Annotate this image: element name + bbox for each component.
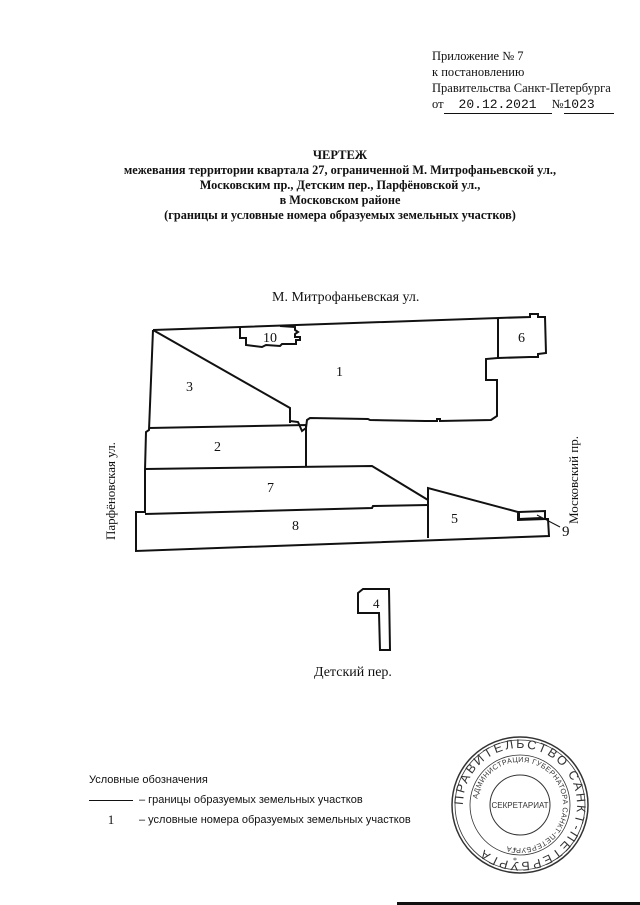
street-label-mitrofanyevskaya: М. Митрофаньевская ул. [272, 290, 420, 305]
legend-title: Условные обозначения [89, 774, 208, 786]
appendix-header: Приложение № 7 к постановлению Правитель… [432, 48, 614, 114]
seal-outer-ring [451, 736, 589, 874]
street-label-detsky: Детский пер. [314, 665, 392, 680]
parcel-label-7: 7 [267, 481, 274, 496]
parcel-label-9: 9 [562, 524, 570, 540]
parcel-label-4: 4 [373, 596, 380, 611]
parcel-2-7-boundary [144, 464, 429, 501]
legend: Условные обозначения – границы образуемы… [89, 770, 411, 830]
appendix-resolution: к постановлению [432, 65, 525, 79]
title-line-2: Московским пр., Детским пер., Парфёновск… [199, 178, 481, 192]
parcel-label-8: 8 [292, 519, 299, 534]
title-line-3: в Московском районе [279, 193, 401, 207]
legend-item-boundary-text: – границы образуемых земельных участков [139, 794, 363, 806]
parcel-9-leader [536, 514, 561, 528]
legend-item-boundary: – границы образуемых земельных участков [89, 790, 411, 810]
date-prefix: от [432, 97, 444, 111]
legend-item-number: 1 – условные номера образуемых земельных… [89, 810, 411, 830]
document-date: 20.12.2021 [443, 97, 552, 114]
appendix-number: Приложение № 7 [432, 49, 524, 63]
parcel-3-boundary [152, 329, 291, 423]
title-heading: ЧЕРТЕЖ [312, 148, 368, 162]
drawing-title: ЧЕРТЕЖ межевания территории квартала 27,… [120, 148, 560, 223]
parcel-4-boundary [357, 588, 392, 651]
parcel-label-10: 10 [263, 331, 277, 346]
appendix-government: Правительства Санкт-Петербурга [432, 81, 611, 95]
title-line-4: (границы и условные номера образуемых зе… [164, 208, 516, 222]
parcel-2-top-boundary [148, 423, 307, 466]
legend-item-number-text: – условные номера образуемых земельных у… [139, 814, 411, 826]
parcel-5-boundary [427, 486, 547, 538]
title-line-1: межевания территории квартала 27, ограни… [123, 163, 557, 177]
parcel-label-5: 5 [451, 512, 458, 527]
parcel-1-boundary [152, 316, 499, 433]
parcel-7-8-boundary [144, 504, 429, 515]
parcel-label-2: 2 [214, 440, 221, 455]
parcel-left-edge [135, 329, 551, 553]
seal-center-text: СЕКРЕТАРИАТ [491, 801, 548, 810]
parcel-10-boundary [239, 325, 301, 349]
seal-star-icon: * [513, 856, 517, 865]
parcel-label-6: 6 [518, 331, 525, 346]
bottom-rule [397, 902, 640, 905]
number-prefix: № [551, 97, 564, 111]
parcel-6-boundary [497, 313, 548, 359]
parcel-label-3: 3 [186, 380, 193, 395]
boundary-line-symbol [89, 799, 133, 801]
seal-star-icon: * [513, 846, 517, 855]
parcel-label-1: 1 [336, 365, 343, 380]
parcel-number-symbol: 1 [107, 812, 115, 827]
official-seal-stamp: ПРАВИТЕЛЬСТВО САНКТ-ПЕТЕРБУРГА АДМИНИСТР… [451, 736, 589, 874]
document-number: 1023 [563, 97, 614, 114]
parcel-9-boundary [518, 509, 546, 521]
